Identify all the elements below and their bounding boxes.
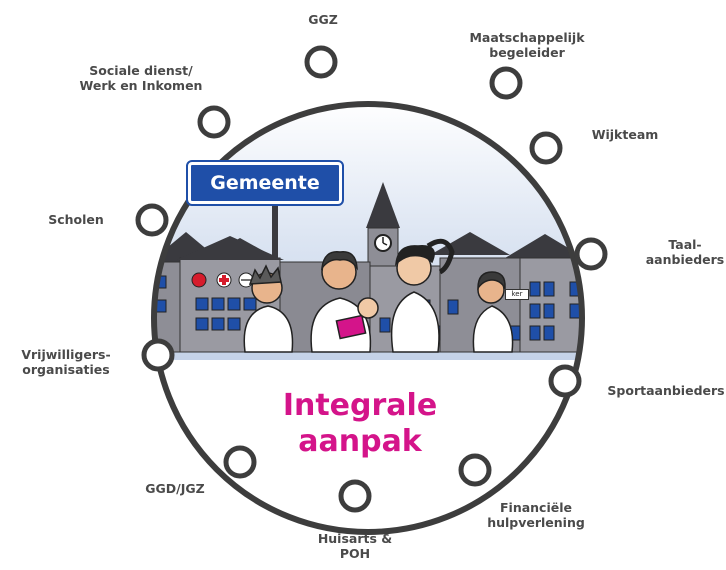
people-group xyxy=(243,238,514,353)
label-sociale-dienst: Sociale dienst/ Werk en Inkomen xyxy=(79,63,203,93)
shop-sign: ker xyxy=(505,289,529,300)
gemeente-sign: Gemeente xyxy=(186,160,344,206)
person-man xyxy=(310,251,379,353)
label-ggd-jgz: GGD/JGZ xyxy=(145,481,205,496)
label-ggz: GGZ xyxy=(308,12,338,27)
pink-folder xyxy=(335,314,367,340)
person-girl xyxy=(472,271,514,353)
label-wijkteam: Wijkteam xyxy=(591,127,659,142)
outer-ring xyxy=(151,101,585,535)
person-boy xyxy=(243,264,294,353)
ring-node-ggd-jgz xyxy=(223,445,257,479)
label-taalaanbieders: Taal- aanbieders xyxy=(645,237,725,267)
ring-node-financiele-hulpverlening xyxy=(458,453,492,487)
center-title-line-1: Integrale xyxy=(282,388,438,423)
label-maatschappelijk-begeleider: Maatschappelijk begeleider xyxy=(469,30,585,60)
center-title-line-2: aanpak xyxy=(298,424,422,459)
ring-node-vrijwilligersorganisaties xyxy=(141,338,175,372)
ring-nodes xyxy=(135,45,608,513)
sign-post xyxy=(272,198,278,258)
ring-node-sociale-dienst xyxy=(197,105,231,139)
ring-node-taalaanbieders xyxy=(574,237,608,271)
ring-node-ggz xyxy=(304,45,338,79)
ring-node-sportaanbieders xyxy=(548,364,582,398)
label-huisarts-poh: Huisarts & POH xyxy=(317,531,393,561)
ring-node-maatschappelijk-begeleider xyxy=(489,66,523,100)
pharmacy-icon xyxy=(191,272,207,288)
center-title: Integrale aanpak xyxy=(283,388,437,460)
town-scene xyxy=(154,104,582,360)
ring-node-scholen xyxy=(135,203,169,237)
label-scholen: Scholen xyxy=(48,212,104,227)
ring-node-wijkteam xyxy=(529,131,563,165)
person-woman xyxy=(390,238,455,353)
label-vrijwilligersorganisaties: Vrijwilligers- organisaties xyxy=(21,347,111,377)
label-sportaanbieders: Sportaanbieders xyxy=(607,383,725,398)
ring-node-huisarts-poh xyxy=(338,479,372,513)
label-financiele-hulpverlening: Financiële hulpverlening xyxy=(487,500,585,530)
